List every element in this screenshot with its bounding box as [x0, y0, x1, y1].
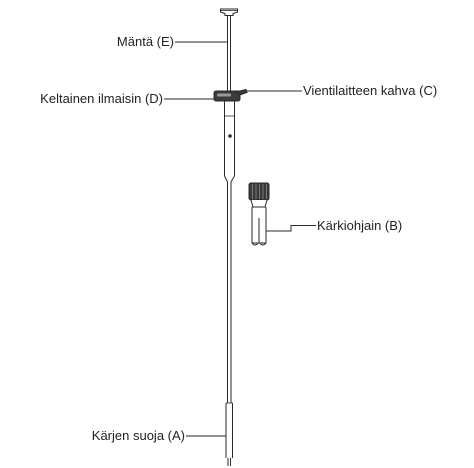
shaft — [227, 182, 232, 403]
plunger — [175, 8, 238, 91]
label-plunger: Mäntä (E) — [117, 34, 174, 49]
tip-guide-neck — [250, 199, 268, 208]
barrel-taper — [224, 175, 235, 183]
handle-lever — [234, 88, 248, 96]
tip-guide-prongs — [251, 242, 267, 246]
barrel-dot — [228, 134, 232, 138]
label-tip-protector: Kärjen suoja (A) — [92, 428, 185, 443]
delivery-device-handle — [164, 88, 302, 102]
label-yellow-indicator: Keltainen ilmaisin (D) — [40, 91, 163, 106]
label-delivery-device-handle: Vientilaitteen kahva (C) — [303, 83, 437, 98]
tip-guide — [248, 182, 316, 246]
label-tip-guide: Kärkiohjain (B) — [317, 218, 402, 233]
tip-protector — [186, 402, 233, 466]
yellow-indicator-mark — [217, 93, 231, 97]
barrel — [224, 101, 235, 183]
tip-guide-leader-line — [266, 225, 316, 232]
plunger-cap — [220, 8, 238, 16]
